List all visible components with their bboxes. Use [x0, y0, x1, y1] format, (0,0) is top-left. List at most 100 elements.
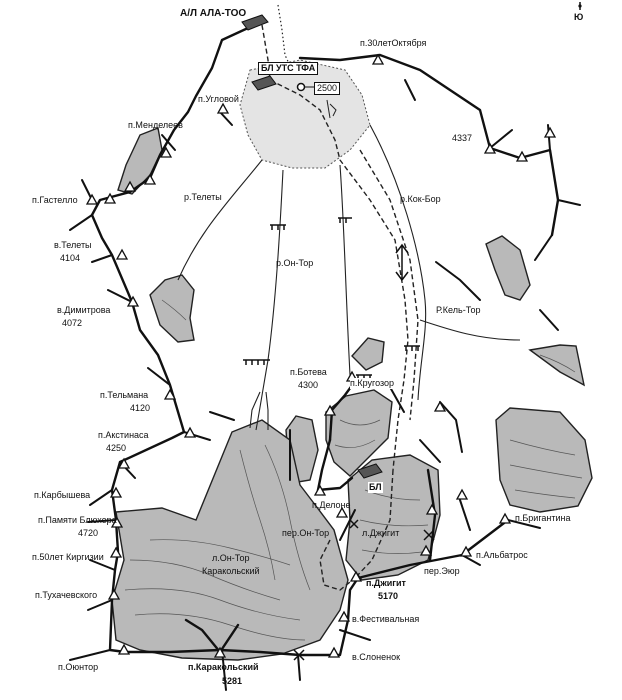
peak-gastello-label: п.Гастелло: [32, 195, 78, 205]
peak-slonenok-label: в.Слоненок: [352, 652, 401, 662]
spur: [539, 309, 559, 331]
pass-eyur-label: пер.Эюр: [424, 566, 460, 576]
hut-bottom-label: БЛ: [368, 482, 383, 493]
peak-karakolsky-alt: 5281: [222, 676, 243, 686]
spur: [147, 367, 171, 386]
peak-krugozor-label: п.Кругозор: [350, 378, 395, 389]
compass-dot: [578, 4, 582, 8]
flag-marker: [326, 99, 337, 119]
trail-glacier: [354, 469, 394, 579]
peak-dzhigit-label: п.Джигит: [366, 578, 406, 588]
hut-top-label: БЛ УТС ТФА: [258, 62, 319, 75]
spur: [557, 199, 581, 206]
summit-triangle: [163, 388, 177, 400]
summit-triangle: [117, 643, 131, 655]
spur: [461, 554, 481, 566]
spur: [91, 254, 113, 263]
contour-line: [539, 354, 576, 373]
river-main-center: [339, 164, 351, 376]
summit-triangle: [85, 193, 99, 205]
summit-triangle: [349, 570, 363, 582]
moraine-marker: [338, 217, 352, 223]
spur: [435, 261, 481, 301]
ridge-boteva: [316, 438, 332, 492]
spur: [209, 411, 235, 421]
summit-triangle: [419, 544, 433, 556]
peak-4337-label: 4337: [452, 133, 473, 143]
peak-tukhachevskogo-label: п.Тухачевского: [35, 590, 98, 600]
summit-triangle: [159, 146, 173, 158]
river-telety-label: р.Телеты: [184, 192, 222, 202]
contour-line: [509, 464, 583, 479]
spurs: [69, 79, 581, 691]
summit-triangle: [433, 400, 447, 412]
ridge-karakolsky: [184, 618, 240, 654]
glacier-dimitrova: [149, 274, 195, 343]
river-outlet-left: [249, 391, 261, 429]
summit-triangle: [459, 545, 473, 557]
peak-telety-label: в.Телеты: [54, 240, 92, 250]
contour-line: [339, 419, 381, 426]
contour-line: [124, 588, 301, 621]
moraine-marker: [270, 224, 286, 230]
compass-label: Ю: [574, 12, 584, 22]
summit-triangle: [337, 610, 351, 622]
spur: [107, 289, 133, 303]
peak-albatros-label: п.Альбатрос: [476, 550, 528, 560]
summit-triangle: [335, 506, 349, 518]
peak-blyukhera-label: п.Памяти Блюхера: [38, 515, 117, 525]
glacier-kok-bor-right: [485, 235, 531, 301]
peak-dimitrova-alt: 4072: [62, 318, 83, 328]
spur: [87, 519, 117, 523]
spur: [219, 111, 233, 126]
spur: [339, 509, 356, 541]
moraine-marker: [243, 359, 270, 365]
spur: [69, 649, 111, 661]
direction-arrow: [395, 243, 409, 282]
peak-festivalnaya-label: в.Фестивальная: [352, 614, 420, 624]
spur: [87, 599, 113, 611]
ridge-dzhigit-east: [426, 468, 437, 562]
contour-line: [134, 613, 306, 641]
peak-akstinasa-label: п.Акстинаса: [98, 430, 149, 440]
contour-line: [514, 489, 576, 499]
contour-line: [334, 439, 376, 448]
summit-triangle: [371, 53, 385, 65]
river-kok-bor: [369, 124, 427, 401]
summit-triangle: [483, 142, 497, 154]
river-telety: [177, 159, 263, 281]
hut-uts-tfa: [251, 75, 277, 91]
huts: [241, 14, 383, 479]
contour-line: [361, 549, 423, 554]
summit-triangle: [110, 516, 124, 528]
spur: [507, 519, 541, 529]
summit-triangle: [109, 486, 123, 498]
peak-karbysheva-label: п.Карбышева: [34, 490, 91, 500]
peak-boteva-label: п.Ботева: [290, 367, 327, 377]
river-kel-tor: [419, 319, 521, 341]
summit-triangle: [126, 295, 140, 307]
spur: [439, 401, 463, 453]
compass: [578, 2, 582, 10]
peak-dzhigit-alt: 5170: [378, 591, 399, 601]
pass-cross: [293, 649, 305, 661]
peak-mendeleev-label: п.Менделеев: [128, 120, 183, 130]
glacier-kel-tor-right: [528, 344, 585, 387]
peak-telmana-alt: 4120: [130, 403, 151, 413]
spur: [69, 214, 93, 231]
pass-on-tor-label: пер.Он-Тор: [282, 528, 330, 538]
base-camp-label: А/Л АЛА-ТОО: [180, 8, 247, 19]
peak-telmana-label: п.Тельмана: [100, 390, 149, 400]
glacier-boteva: [351, 337, 385, 371]
summit-triangle: [213, 646, 227, 658]
summit-triangle: [109, 546, 123, 558]
river-outlet-right: [265, 391, 269, 430]
glacier-dzhigit-label: л.Джигит: [362, 528, 400, 538]
rivers: [177, 124, 521, 431]
summit-triangle: [455, 488, 469, 500]
glacier-contours: [124, 299, 583, 641]
contour-line: [509, 439, 576, 456]
hut-altitude-label: 2500: [314, 82, 341, 95]
contour-line: [239, 449, 276, 581]
